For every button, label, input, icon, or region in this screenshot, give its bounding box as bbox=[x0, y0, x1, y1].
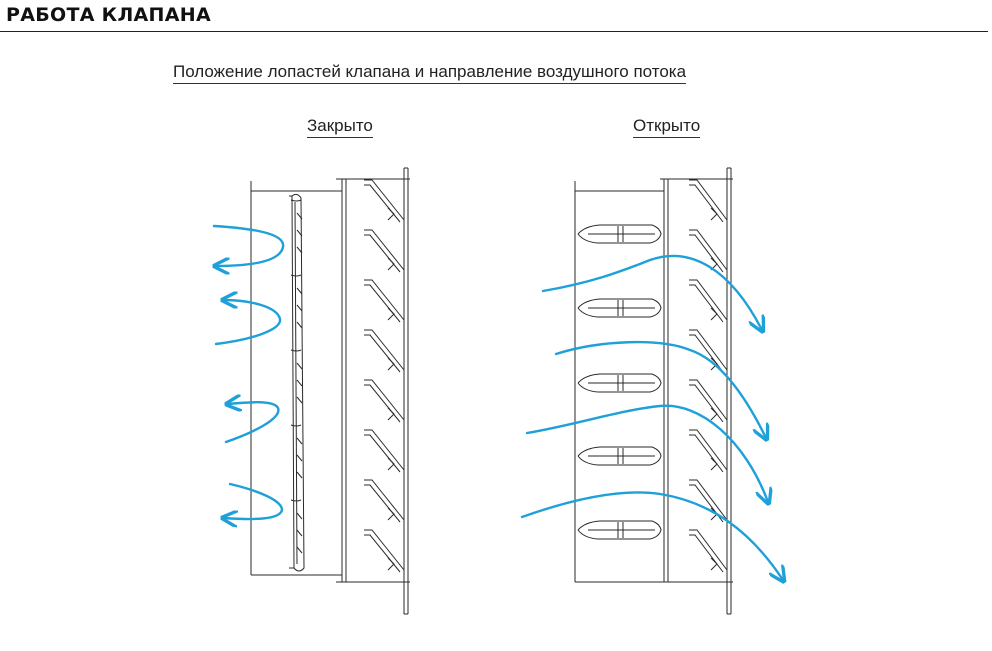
open-valve bbox=[574, 167, 733, 615]
grille-slat bbox=[364, 429, 405, 471]
grille-slat bbox=[689, 229, 728, 271]
grille-slat bbox=[364, 279, 405, 321]
closed-flow-arrow-4 bbox=[224, 482, 284, 519]
blade-rib bbox=[296, 437, 303, 445]
blade-rib bbox=[296, 512, 303, 520]
closed-state-label: Закрыто bbox=[307, 116, 373, 138]
grille-slat-hook bbox=[710, 357, 718, 371]
grille-slat-inner bbox=[689, 534, 724, 573]
open-flow-arrow-3 bbox=[525, 404, 768, 502]
diagram-caption: Положение лопастей клапана и направление… bbox=[173, 62, 687, 84]
grille-slat-hook bbox=[710, 207, 718, 221]
open-fixed-grille bbox=[689, 179, 728, 573]
grille-slat-inner bbox=[689, 284, 724, 323]
blade-rib bbox=[296, 287, 303, 295]
grille-slat-inner bbox=[689, 184, 724, 223]
grille-slat-inner bbox=[364, 234, 401, 273]
blade-joint bbox=[290, 274, 302, 277]
blade-rib bbox=[296, 304, 303, 312]
blade-joint bbox=[290, 349, 302, 352]
grille-slat-inner bbox=[364, 284, 401, 323]
grille-slat-inner bbox=[689, 434, 724, 473]
grille-slat bbox=[364, 179, 405, 221]
grille-slat-inner bbox=[364, 184, 401, 223]
grille-slat-inner bbox=[689, 384, 724, 423]
closed-blade-stack bbox=[289, 193, 305, 572]
page-title: РАБОТА КЛАПАНА bbox=[6, 4, 211, 26]
grille-slat bbox=[364, 329, 405, 371]
open-horizontal-blades bbox=[577, 224, 662, 540]
grille-slat bbox=[689, 379, 728, 421]
open-flow-arrow-1 bbox=[541, 254, 762, 330]
open-flow-arrow-2 bbox=[554, 340, 766, 438]
grille-slat-inner bbox=[689, 484, 724, 523]
closed-frame bbox=[250, 167, 410, 615]
grille-slat bbox=[364, 229, 405, 271]
header-divider bbox=[0, 31, 988, 32]
open-blade bbox=[577, 224, 662, 244]
open-state-label: Открыто bbox=[633, 116, 701, 138]
grille-slat-hook bbox=[387, 257, 395, 271]
grille-slat-hook bbox=[387, 357, 395, 371]
open-blade bbox=[577, 446, 662, 466]
grille-slat-hook bbox=[710, 307, 718, 321]
grille-slat bbox=[364, 379, 405, 421]
open-blade bbox=[577, 373, 662, 393]
blade-rib bbox=[296, 471, 303, 479]
grille-slat-hook bbox=[387, 407, 395, 421]
grille-slat-hook bbox=[387, 457, 395, 471]
blade-joint bbox=[290, 424, 302, 427]
grille-slat-hook bbox=[387, 557, 395, 571]
grille-slat-inner bbox=[364, 334, 401, 373]
blade-rib bbox=[296, 246, 303, 254]
blade-rib bbox=[296, 229, 303, 237]
grille-slat-inner bbox=[364, 434, 401, 473]
blade-rib bbox=[296, 396, 303, 404]
grille-slat-inner bbox=[364, 534, 401, 573]
blade-rib bbox=[296, 529, 303, 537]
grille-slat bbox=[689, 279, 728, 321]
grille-slat-hook bbox=[710, 557, 718, 571]
open-frame bbox=[574, 167, 733, 615]
closed-airflow bbox=[214, 224, 285, 519]
grille-slat bbox=[689, 529, 728, 571]
grille-slat-inner bbox=[689, 234, 724, 273]
grille-slat-hook bbox=[710, 457, 718, 471]
closed-flow-arrow-2 bbox=[214, 300, 282, 346]
grille-slat-hook bbox=[387, 207, 395, 221]
closed-flow-arrow-3 bbox=[226, 402, 280, 444]
grille-slat-hook bbox=[710, 407, 718, 421]
grille-slat-hook bbox=[387, 307, 395, 321]
closed-fixed-grille bbox=[364, 179, 405, 573]
open-airflow bbox=[520, 254, 783, 580]
grille-slat bbox=[364, 529, 405, 571]
blade-rib bbox=[296, 212, 303, 220]
open-flow-arrow-4 bbox=[520, 491, 783, 580]
open-blade bbox=[577, 298, 662, 318]
closed-flow-arrow-1 bbox=[214, 224, 285, 266]
grille-slat bbox=[689, 429, 728, 471]
grille-slat-inner bbox=[364, 484, 401, 523]
blade-joint bbox=[290, 499, 302, 502]
grille-slat bbox=[689, 179, 728, 221]
closed-blade-joints bbox=[290, 199, 303, 554]
blade-rib bbox=[296, 362, 303, 370]
grille-slat bbox=[689, 329, 728, 371]
grille-slat-hook bbox=[387, 507, 395, 521]
grille-slat-inner bbox=[364, 384, 401, 423]
blade-rib bbox=[296, 546, 303, 554]
grille-slat bbox=[689, 479, 728, 521]
blade-rib bbox=[296, 379, 303, 387]
blade-joint bbox=[290, 199, 302, 202]
blade-rib bbox=[296, 321, 303, 329]
blade-rib bbox=[296, 454, 303, 462]
closed-valve bbox=[250, 167, 410, 615]
grille-slat-inner bbox=[689, 334, 724, 373]
grille-slat bbox=[364, 479, 405, 521]
open-blade bbox=[577, 520, 662, 540]
